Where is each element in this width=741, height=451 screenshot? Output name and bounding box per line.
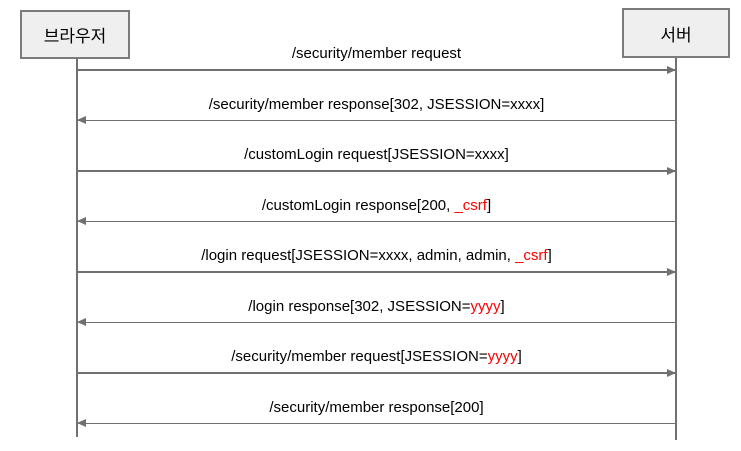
message-text: /security/member request bbox=[291, 45, 462, 62]
message-text-highlight: yyyy bbox=[470, 297, 501, 315]
arrow-left-icon bbox=[77, 117, 676, 124]
message-text: ] bbox=[547, 247, 552, 264]
arrow-left-icon bbox=[77, 319, 676, 326]
message-text-highlight: _csrf bbox=[515, 247, 548, 264]
message-7: /security/member request[JSESSION=yyyy] bbox=[77, 323, 676, 376]
message-7-label: /security/member request[JSESSION=yyyy] bbox=[77, 348, 676, 372]
message-text: ] bbox=[500, 297, 505, 315]
lifeline-server bbox=[675, 58, 677, 440]
message-text-highlight: _csrf bbox=[454, 196, 487, 214]
actor-server-label: 서버 bbox=[660, 25, 692, 45]
message-4: /customLogin response[200, _csrf] bbox=[77, 172, 676, 225]
message-2-label: /security/member response[302, JSESSION=… bbox=[77, 96, 676, 120]
message-text: /security/member request[JSESSION= bbox=[231, 348, 488, 365]
message-3-label: /customLogin request[JSESSION=xxxx] bbox=[77, 146, 676, 170]
message-8-label: /security/member response[200] bbox=[77, 399, 676, 423]
message-list: /security/member request/security/member… bbox=[77, 20, 676, 427]
actor-server-box: 서버 bbox=[622, 8, 730, 58]
message-text-highlight: yyyy bbox=[487, 348, 518, 365]
arrow-right-icon bbox=[77, 167, 676, 174]
message-6-label: /login response[302, JSESSION=yyyy] bbox=[77, 298, 676, 322]
message-text: ] bbox=[517, 348, 522, 365]
arrow-right-icon bbox=[77, 268, 676, 275]
message-2: /security/member response[302, JSESSION=… bbox=[77, 71, 676, 124]
message-6: /login response[302, JSESSION=yyyy] bbox=[77, 273, 676, 326]
message-1: /security/member request bbox=[77, 20, 676, 73]
message-3: /customLogin request[JSESSION=xxxx] bbox=[77, 121, 676, 174]
message-text: /login request[JSESSION=xxxx, admin, adm… bbox=[201, 247, 516, 264]
arrow-right-icon bbox=[77, 369, 676, 376]
message-8: /security/member response[200] bbox=[77, 374, 676, 427]
message-5-label: /login request[JSESSION=xxxx, admin, adm… bbox=[77, 247, 676, 271]
message-text: /security/member response[302, JSESSION=… bbox=[208, 95, 545, 113]
actor-browser-label: 브라우저 bbox=[43, 27, 107, 46]
message-5: /login request[JSESSION=xxxx, admin, adm… bbox=[77, 222, 676, 275]
message-text: /security/member response[200] bbox=[269, 398, 484, 416]
message-1-label: /security/member request bbox=[77, 45, 676, 69]
message-text: ] bbox=[486, 196, 492, 214]
message-text: /customLogin response[200, bbox=[261, 196, 455, 214]
arrow-right-icon bbox=[77, 66, 676, 73]
message-text: /login response[302, JSESSION= bbox=[248, 297, 471, 315]
arrow-left-icon bbox=[77, 420, 676, 427]
actor-browser-box: 브라우저 bbox=[20, 10, 130, 59]
message-text: /customLogin request[JSESSION=xxxx] bbox=[244, 146, 509, 163]
message-4-label: /customLogin response[200, _csrf] bbox=[77, 197, 676, 221]
lifeline-browser bbox=[76, 59, 78, 437]
arrow-left-icon bbox=[77, 218, 676, 225]
